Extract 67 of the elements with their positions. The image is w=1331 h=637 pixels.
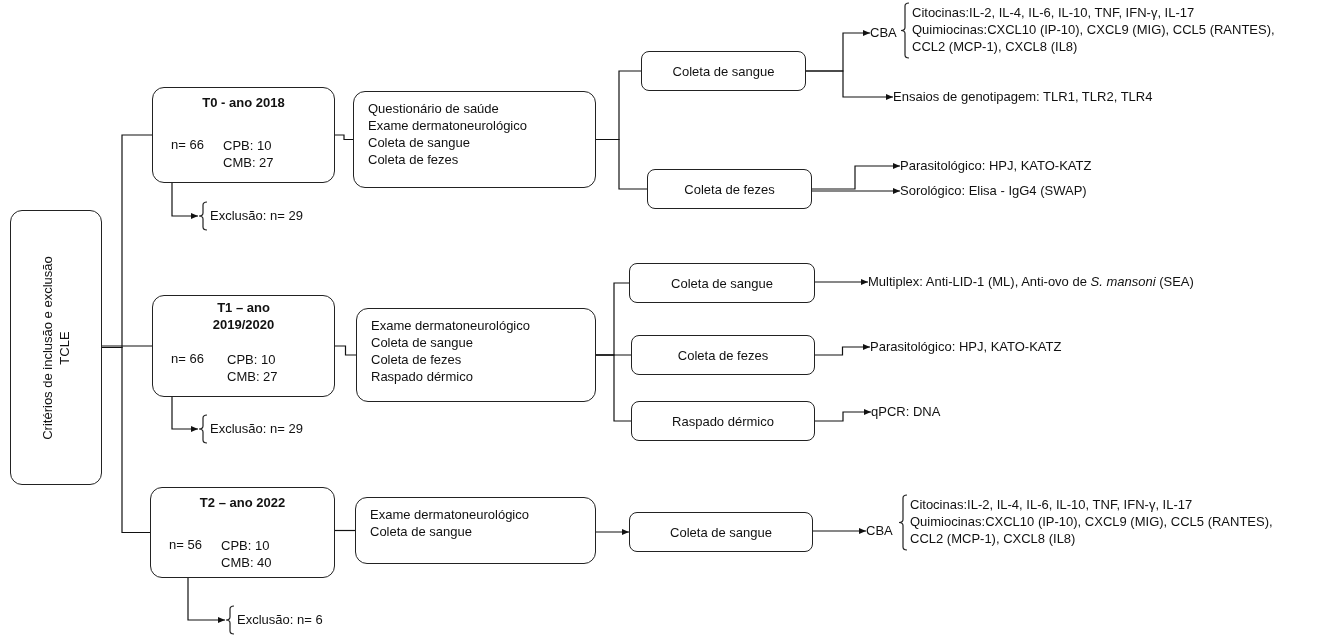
result-text: Parasitológico: HPJ, KATO-KATZ xyxy=(900,158,1092,174)
result-text: Multiplex: Anti-LID-1 (ML), Anti-ovo de S. mansoni (SEA) xyxy=(868,274,1194,290)
activity-item: Questionário de saúde xyxy=(368,100,500,117)
activity-item: Exame dermatoneurológico xyxy=(368,117,528,134)
connector-line xyxy=(334,345,357,356)
activity-item: Coleta de sangue xyxy=(371,334,474,351)
activity-item: Coleta de sangue xyxy=(368,134,471,151)
analyte-list: Quimiocinas:CXCL10 (IP-10), CXCL9 (MIG), CCL5 (RANTES), CCL2 (MCP-1), CXCL8 (IL8) xyxy=(910,513,1300,547)
sample-count: CPB: 10 CMB: 27 xyxy=(223,137,275,171)
result-text: Ensaios de genotipagem: TLR1, TLR2, TLR4 xyxy=(893,89,1153,105)
process-box: Coleta de sangue xyxy=(641,51,806,91)
process-box: Coleta de fezes xyxy=(631,335,815,375)
timepoint-title: T1 – ano 2019/2020 xyxy=(211,299,276,333)
activity-box xyxy=(353,91,596,188)
arrow xyxy=(171,396,199,432)
connector-line xyxy=(101,345,153,347)
arrow xyxy=(811,188,901,194)
activity-item: Exame dermatoneurológico xyxy=(370,506,530,523)
result-text: CBA xyxy=(866,523,893,539)
result-text: CBA xyxy=(870,25,897,41)
activity-item: Coleta de fezes xyxy=(368,151,460,168)
sample-count: n= 66 xyxy=(171,137,204,153)
activity-item: Raspado dérmico xyxy=(371,368,474,385)
analyte-list: Citocinas:IL-2, IL-4, IL-6, IL-10, TNF, IFN-γ, IL-17 xyxy=(910,496,1300,513)
timepoint-box xyxy=(152,295,335,397)
connector-line xyxy=(595,138,648,190)
activity-item: Coleta de fezes xyxy=(371,351,463,368)
activity-item: Coleta de sangue xyxy=(370,523,473,540)
activity-item: Exame dermatoneurológico xyxy=(371,317,531,334)
process-box: Coleta de fezes xyxy=(647,169,812,209)
sample-count: n= 66 xyxy=(171,351,204,367)
sample-count: n= 56 xyxy=(169,537,202,553)
arrow xyxy=(805,70,894,100)
sample-count: CPB: 10 CMB: 40 xyxy=(221,537,273,571)
arrow xyxy=(811,163,901,190)
analyte-list: Citocinas:IL-2, IL-4, IL-6, IL-10, TNF, IFN-γ, IL-17 xyxy=(912,4,1302,21)
arrow xyxy=(187,577,226,623)
sample-count: CPB: 10 CMB: 27 xyxy=(227,351,279,385)
arrow xyxy=(812,528,867,534)
timepoint-box xyxy=(150,487,335,578)
arrow xyxy=(814,279,869,285)
arrow xyxy=(814,409,872,422)
result-text: qPCR: DNA xyxy=(871,404,941,420)
connector-line xyxy=(334,134,354,141)
result-text: Parasitológico: HPJ, KATO-KATZ xyxy=(870,339,1062,355)
activity-box xyxy=(355,497,596,564)
analyte-list: Quimiocinas:CXCL10 (IP-10), CXCL9 (MIG), CCL5 (RANTES), CCL2 (MCP-1), CXCL8 (IL8) xyxy=(912,21,1302,55)
exclusion-text: Exclusão: n= 29 xyxy=(210,421,303,437)
arrow xyxy=(814,344,871,356)
timepoint-box xyxy=(152,87,335,183)
arrow xyxy=(595,529,630,535)
process-box: Coleta de sangue xyxy=(629,512,813,552)
timepoint-title: T2 – ano 2022 xyxy=(198,495,287,511)
connector-line xyxy=(334,529,356,532)
criteria-box xyxy=(10,210,102,485)
connector-line xyxy=(595,354,632,422)
activity-box xyxy=(356,308,596,402)
arrow xyxy=(171,182,199,219)
process-box: Raspado dérmico xyxy=(631,401,815,441)
result-text: Sorológico: Elisa - IgG4 (SWAP) xyxy=(900,183,1087,199)
criteria-text: TCLE xyxy=(56,329,73,367)
criteria-text: Critérios de inclusão e exclusão xyxy=(39,254,56,442)
timepoint-title: T0 - ano 2018 xyxy=(201,95,286,111)
connector-line xyxy=(101,346,151,534)
process-box: Coleta de sangue xyxy=(629,263,815,303)
exclusion-text: Exclusão: n= 6 xyxy=(237,612,323,628)
exclusion-text: Exclusão: n= 29 xyxy=(210,208,303,224)
